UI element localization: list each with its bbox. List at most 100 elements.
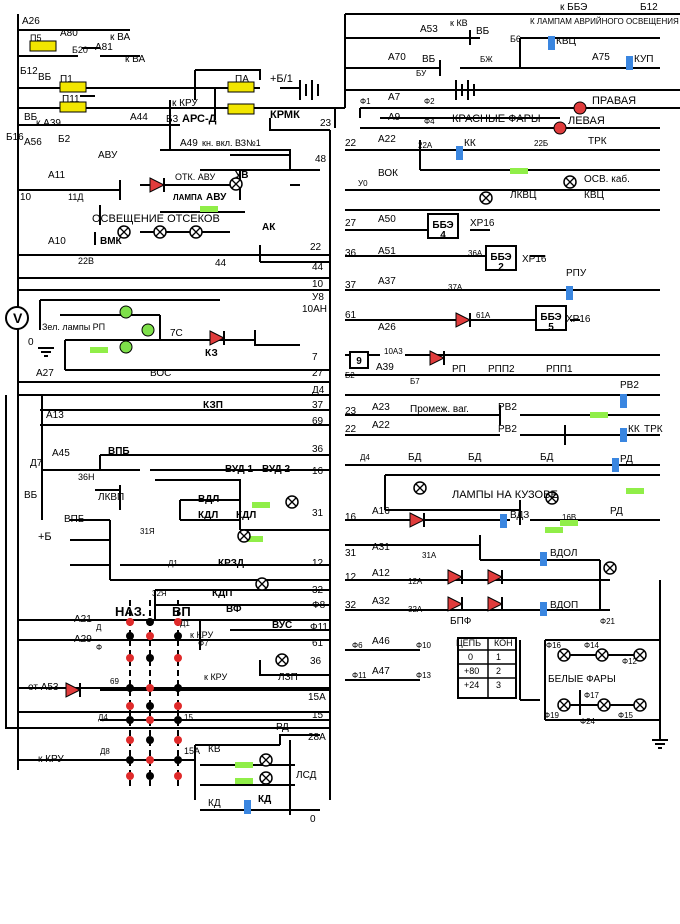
green-lamp-2 [119,340,133,354]
label-a56: А56 [24,137,42,148]
ground-1 [652,739,668,749]
green-lamp-1 [141,323,155,337]
label-n16: 16 [312,466,324,477]
label-kup: КУП [634,54,653,65]
label-vpb2: ВПБ [64,514,85,525]
lamp-cross-15 [597,650,607,660]
label-f15: Ф15 [618,711,634,720]
label-n32a: 32А [408,605,423,614]
label-f16: Ф16 [546,641,562,650]
label-k_kru4: к КРУ [38,754,64,765]
label-kd2: КД [258,794,271,805]
label-kzp: КЗП [203,400,223,411]
label-vdz: ВДЗ [510,510,529,521]
terminal-4-2 [174,702,182,710]
diode-6 [447,569,464,585]
label-y8: У8 [312,292,324,303]
label-n32b: 32 [345,600,357,611]
lamp-cross-2 [119,227,129,237]
label-n15a: 15А [308,692,326,703]
label-kdp: КДП [212,588,232,599]
label-f11: Ф11 [310,622,328,633]
label-b2: Б2 [58,134,71,145]
fuse-pa-2 [227,103,255,115]
box-label-bbe2n: 2 [498,262,504,273]
label-osv_otsek: ОСВЕЩЕНИЕ ОТСЕКОВ [92,213,220,225]
label-b6: Б6 [510,34,521,44]
label-rpp1: РПП1 [546,364,573,375]
terminal-5-2 [174,716,182,724]
label-vdop: ВДОП [550,600,578,611]
label-k1: 1 [496,652,501,662]
green-lamp-0 [119,305,133,319]
label-plus_b: +Б [38,531,52,543]
label-n15b: 15 [184,713,193,722]
label-n0: 0 [28,337,34,348]
label-a22: А22 [378,134,396,145]
diode-3 [409,512,426,528]
diode-5 [429,350,446,366]
label-k_kru_top: к КРУ [172,98,198,109]
label-a46: А46 [372,636,390,647]
label-f2: Ф2 [424,97,435,106]
label-n12a: 12А [408,577,423,586]
label-n22a: 22 [310,242,322,253]
red-lamp-1 [553,121,567,135]
lamp-cross-4 [287,497,297,507]
label-f19: Ф19 [544,711,560,720]
lamp-cross-1 [191,227,201,237]
label-n37: 37 [312,400,324,411]
blue-marker-3 [566,286,573,300]
label-c80: +80 [464,666,479,676]
label-k_lamp: К ЛАМПАМ АВРИЙНОГО ОСВЕЩЕНИЯ [530,17,679,26]
lamp-cross-17 [559,700,569,710]
label-tsepi: ЦЕПЬ [456,638,481,648]
label-d4_mid: Д4 [360,453,370,462]
voltmeter [5,306,29,330]
label-a37: А37 [378,276,396,287]
label-n48: 48 [315,154,327,165]
label-pravaya: ПРАВАЯ [592,95,636,107]
lamp-cross-10 [415,483,425,493]
label-b_u: БУ [416,69,427,78]
label-b12_left: Б12 [20,66,38,77]
box-label-bbe2: ББЭ [490,252,511,263]
label-n22v: 22В [78,256,94,266]
label-n32ya: 32Я [152,589,167,598]
resistor-10 [560,520,578,526]
label-d1: Д1 [168,559,178,568]
terminal-1-2 [174,632,182,640]
label-n16v: 16В [562,513,576,522]
label-n23: 23 [320,118,332,129]
label-rv2b: РВ2 [498,402,517,413]
label-f17: Ф17 [584,691,600,700]
label-n16b: 16 [345,512,357,523]
label-vb2: ВБ [24,112,38,123]
label-n37b: 37 [345,280,357,291]
lamp-cross-20 [547,493,557,503]
label-xp16c: ХР16 [566,314,591,325]
lamp-cross-5 [239,531,249,541]
fuse-p11 [59,101,87,113]
fuse-pa-1 [227,81,255,93]
terminal-5-0 [126,716,134,724]
resistor-1 [245,536,263,542]
label-vdl: ВДЛ [198,494,219,505]
label-k_kru3: к КРУ [204,672,227,682]
label-vb5: ВБ [422,54,436,65]
label-f6: Ф6 [352,641,363,650]
label-n31b: 31 [345,548,357,559]
label-plus_b1: +Б/1 [270,73,293,85]
label-a49: А49 [180,138,198,149]
label-vb3: ВБ [24,490,38,501]
label-a45: А45 [52,448,70,459]
label-n32: 32 [312,585,324,596]
terminal-7-2 [174,756,182,764]
label-a53: А53 [420,24,438,35]
label-n10a3: 10А3 [384,347,403,356]
label-a50: А50 [378,214,396,225]
lamp-cross-13 [605,563,615,573]
